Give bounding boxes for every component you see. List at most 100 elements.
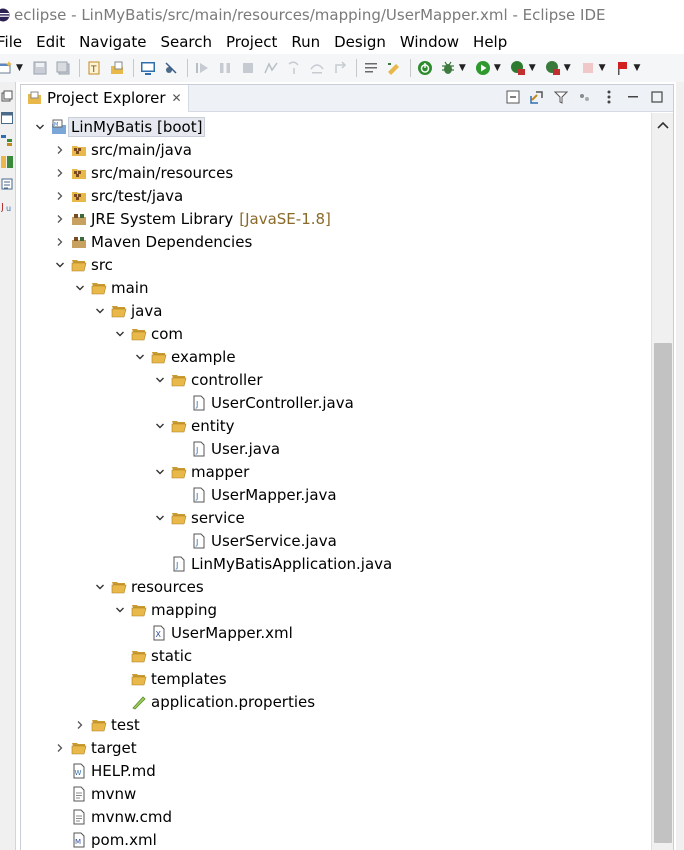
external-tools-icon[interactable] — [544, 59, 562, 77]
menu-file[interactable]: File — [0, 33, 23, 51]
scroll-up-icon[interactable] — [656, 119, 670, 131]
external-tools-dropdown-icon[interactable]: ▼ — [563, 63, 571, 73]
menu-project[interactable]: Project — [226, 33, 278, 51]
tree-item[interactable]: src/test/java — [53, 184, 183, 207]
skip-breakpoints-icon[interactable] — [162, 59, 180, 77]
stop-icon[interactable] — [579, 59, 597, 77]
toggle-mark-occurrences-icon[interactable] — [614, 59, 632, 77]
chevron-down-icon[interactable] — [93, 580, 107, 594]
suspend-icon[interactable] — [216, 59, 234, 77]
menu-edit[interactable]: Edit — [36, 33, 66, 51]
stop-dropdown-icon[interactable]: ▼ — [598, 63, 606, 73]
step-into-icon[interactable] — [285, 59, 303, 77]
tree-item[interactable]: mvnw — [53, 782, 136, 805]
menu-window[interactable]: Window — [399, 33, 460, 51]
last-edit-icon[interactable] — [385, 59, 403, 77]
new-icon[interactable] — [0, 59, 14, 77]
chevron-right-icon[interactable] — [73, 718, 87, 732]
debug-icon[interactable] — [439, 59, 457, 77]
terminate-icon[interactable] — [239, 59, 257, 77]
view-menu-icon[interactable] — [577, 89, 593, 105]
tree-item[interactable]: mapper — [153, 460, 249, 483]
chevron-down-icon[interactable] — [53, 258, 67, 272]
chevron-right-icon[interactable] — [53, 189, 67, 203]
filter-icon[interactable] — [553, 89, 569, 105]
chevron-down-icon[interactable] — [113, 327, 127, 341]
tree-item[interactable]: static — [113, 644, 192, 667]
menu-run[interactable]: Run — [291, 33, 321, 51]
menu-help[interactable]: Help — [473, 33, 508, 51]
chevron-right-icon[interactable] — [53, 741, 67, 755]
tree-item[interactable]: resources — [93, 575, 204, 598]
chevron-right-icon[interactable] — [53, 235, 67, 249]
chevron-down-icon[interactable] — [33, 120, 47, 134]
tree-item[interactable]: com — [113, 322, 183, 345]
run-dropdown-icon[interactable]: ▼ — [493, 63, 501, 73]
tree-item[interactable]: controller — [153, 368, 263, 391]
tree-item[interactable]: java — [93, 299, 162, 322]
step-over-icon[interactable] — [308, 59, 326, 77]
link-with-editor-icon[interactable] — [529, 89, 545, 105]
maximize-icon[interactable] — [649, 89, 665, 105]
servers-view-icon[interactable] — [1, 156, 13, 168]
chevron-right-icon[interactable] — [53, 212, 67, 226]
outline-view-icon[interactable] — [1, 112, 13, 124]
tree-item[interactable]: example — [133, 345, 236, 368]
tree-item[interactable]: JRE System Library[JavaSE-1.8] — [53, 207, 331, 230]
scrollbar-thumb[interactable] — [654, 343, 672, 843]
close-icon[interactable]: ✕ — [171, 91, 182, 105]
new-dropdown-icon[interactable]: ▼ — [16, 63, 23, 73]
chevron-down-icon[interactable] — [73, 281, 87, 295]
tree-item[interactable]: application.properties — [113, 690, 315, 713]
step-return-icon[interactable] — [331, 59, 349, 77]
open-type-icon[interactable]: T — [85, 59, 103, 77]
more-icon[interactable] — [601, 89, 617, 105]
tree-item[interactable]: Maven Dependencies — [53, 230, 252, 253]
debug-dropdown-icon[interactable]: ▼ — [458, 63, 466, 73]
chevron-down-icon[interactable] — [153, 465, 167, 479]
vertical-scrollbar[interactable] — [651, 113, 673, 850]
chevron-right-icon[interactable] — [53, 166, 67, 180]
chevron-down-icon[interactable] — [153, 373, 167, 387]
mark-dropdown-icon[interactable]: ▼ — [633, 63, 641, 73]
chevron-down-icon[interactable] — [133, 350, 147, 364]
use-step-filters-icon[interactable] — [362, 59, 380, 77]
tree-item[interactable]: templates — [113, 667, 227, 690]
chevron-down-icon[interactable] — [93, 304, 107, 318]
tree-item[interactable]: src/main/resources — [53, 161, 233, 184]
tree-item[interactable]: main — [73, 276, 148, 299]
chevron-right-icon[interactable] — [53, 143, 67, 157]
restore-icon[interactable] — [1, 90, 13, 102]
tasks-view-icon[interactable] — [1, 178, 13, 190]
resume-icon[interactable] — [193, 59, 211, 77]
menu-navigate[interactable]: Navigate — [79, 33, 147, 51]
collapse-all-icon[interactable] — [505, 89, 521, 105]
tab-project-explorer[interactable]: Project Explorer ✕ — [21, 84, 189, 112]
save-all-icon[interactable] — [54, 59, 72, 77]
hierarchy-view-icon[interactable] — [1, 134, 13, 146]
tree-item[interactable]: mvnw.cmd — [53, 805, 172, 828]
chevron-down-icon[interactable] — [153, 511, 167, 525]
coverage-icon[interactable] — [509, 59, 527, 77]
console-icon[interactable] — [139, 59, 157, 77]
tree-item[interactable]: mapping — [113, 598, 217, 621]
disconnect-icon[interactable] — [262, 59, 280, 77]
tree-item[interactable]: test — [73, 713, 140, 736]
menu-search[interactable]: Search — [160, 33, 212, 51]
coverage-dropdown-icon[interactable]: ▼ — [528, 63, 536, 73]
open-resource-icon[interactable] — [108, 59, 126, 77]
tree-item[interactable]: target — [53, 736, 137, 759]
run-icon[interactable] — [474, 59, 492, 77]
menu-design[interactable]: Design — [334, 33, 386, 51]
chevron-down-icon[interactable] — [153, 419, 167, 433]
